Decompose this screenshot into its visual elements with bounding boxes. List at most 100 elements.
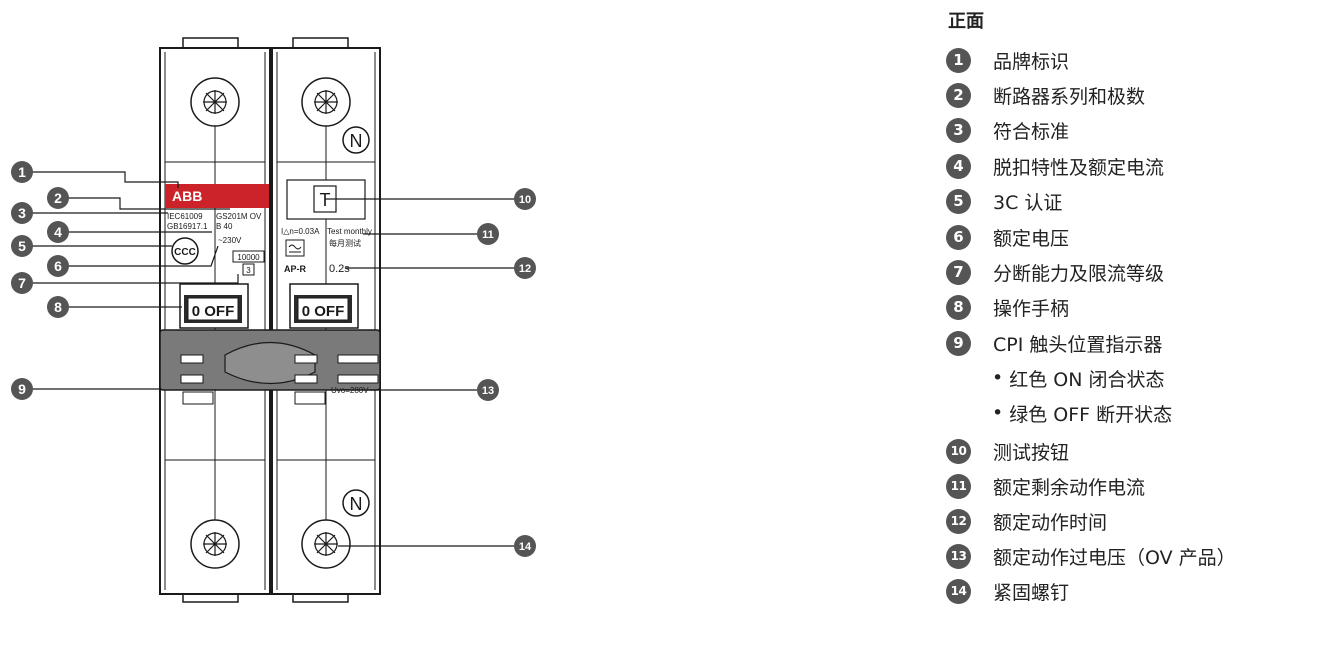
legend-number: 13: [946, 543, 971, 569]
legend-label: 额定剩余动作电流: [993, 476, 1146, 499]
standard-1: IEC61009: [167, 212, 203, 221]
legend-label: CPI 触头位置指示器: [993, 333, 1163, 356]
legend-item: 11 额定剩余动作电流: [946, 471, 1145, 501]
svg-text:9: 9: [18, 381, 26, 397]
legend-number: 14: [946, 578, 971, 604]
callout-10: 10: [514, 188, 536, 210]
legend-label: 脱扣特性及额定电流: [993, 156, 1165, 179]
voltage-label: ~230V: [218, 236, 242, 245]
svg-text:4: 4: [54, 224, 62, 240]
legend-item: 1 品牌标识: [946, 45, 1069, 75]
callout-3: 3: [11, 202, 33, 224]
legend-number: 12: [946, 508, 971, 534]
legend-number: 4: [946, 153, 971, 179]
legend-item: 3 符合标准: [946, 115, 1069, 145]
callout-2: 2: [47, 187, 69, 209]
brand-band: [165, 184, 269, 208]
svg-text:CCC: CCC: [174, 247, 196, 258]
screw-top-left: [190, 77, 240, 127]
legend-number: 5: [946, 188, 971, 214]
callout-14: 14: [514, 535, 536, 557]
svg-text:14: 14: [519, 541, 532, 553]
breaker-diagram: N N ABB IEC61009 GB16917.1 GS201M OV B 4…: [11, 37, 536, 603]
brand-logo: ABB: [172, 188, 202, 204]
legend-item: 7 分断能力及限流等级: [946, 257, 1164, 287]
legend-number: 3: [946, 117, 971, 143]
legend-item: 14 紧固螺钉: [946, 576, 1069, 606]
bullet-icon: •: [992, 367, 1004, 389]
legend-number: 6: [946, 224, 971, 250]
callout-11: 11: [477, 223, 499, 245]
callout-9: 9: [11, 378, 33, 400]
neutral-mark-bottom: [342, 489, 370, 517]
legend-number: 10: [946, 438, 971, 464]
legend-label: 操作手柄: [993, 297, 1070, 320]
callout-12: 12: [514, 257, 536, 279]
legend-label: 测试按钮: [993, 441, 1070, 464]
neutral-mark-bottom-text: N: [350, 494, 363, 514]
waveform-symbol: [285, 239, 305, 257]
callout-4: 4: [47, 221, 69, 243]
svg-text:7: 7: [18, 275, 26, 291]
legend-sub-label: 绿色 OFF 断开状态: [1009, 403, 1173, 426]
svg-text:3: 3: [18, 205, 26, 221]
svg-text:13: 13: [482, 385, 494, 397]
screw-bottom-left: [190, 519, 240, 569]
callout-5: 5: [11, 235, 33, 257]
type-label: AP-R: [284, 264, 306, 274]
legend-label: 紧固螺钉: [993, 581, 1070, 604]
callout-6: 6: [47, 255, 69, 277]
legend-label: 品牌标识: [993, 50, 1070, 73]
legend-sub-label: 红色 ON 闭合状态: [1009, 368, 1165, 391]
svg-text:6: 6: [54, 258, 62, 274]
legend-label: 符合标准: [993, 120, 1070, 143]
legend-label: 分断能力及限流等级: [993, 262, 1165, 285]
handle-right-label: 0 OFF: [302, 303, 345, 320]
callout-8: 8: [47, 296, 69, 318]
legend-item: 10 测试按钮: [946, 436, 1069, 466]
screw-top-right: [301, 77, 351, 127]
legend-number: 7: [946, 259, 971, 285]
screw-bottom-right: [301, 519, 351, 569]
legend-number: 8: [946, 294, 971, 320]
limit-class: 3: [246, 266, 251, 275]
neutral-mark-top: [342, 126, 370, 154]
cpi-indicator-right: [294, 391, 326, 405]
standard-2: GB16917.1: [167, 222, 208, 231]
legend-label: 额定动作过电压（OV 产品）: [993, 546, 1236, 569]
legend-number: 9: [946, 330, 971, 356]
cpi-indicator-left: [182, 391, 214, 405]
ccc-mark: CCC: [171, 237, 199, 265]
svg-text:12: 12: [519, 263, 531, 275]
legend-number: 11: [946, 473, 971, 499]
svg-text:10: 10: [519, 194, 531, 206]
legend-item: 6 额定电压: [946, 222, 1069, 252]
legend-sub-item: •红色 ON 闭合状态: [992, 363, 1164, 393]
residual-current-label: I△n=0.03A: [281, 227, 320, 236]
bullet-icon: •: [992, 402, 1004, 424]
breaking-capacity-box: [232, 250, 265, 263]
test-monthly-cn-label: 每月测试: [329, 238, 361, 248]
legend-item: 13 额定动作过电压（OV 产品）: [946, 541, 1236, 571]
leader-lines: [22, 171, 525, 547]
legend-item: 8 操作手柄: [946, 292, 1069, 322]
svg-text:5: 5: [18, 238, 26, 254]
legend-item: 9 CPI 触头位置指示器: [946, 328, 1162, 358]
series-label: GS201M OV: [216, 212, 262, 221]
svg-text:11: 11: [482, 229, 494, 241]
svg-text:8: 8: [54, 299, 62, 315]
svg-text:1: 1: [18, 164, 26, 180]
svg-text:2: 2: [54, 190, 62, 206]
neutral-mark-top-text: N: [350, 131, 363, 151]
legend-title: 正面: [948, 11, 984, 32]
legend-label: 额定电压: [993, 227, 1070, 250]
legend-number: 1: [946, 47, 971, 73]
time-label: 0.2s: [329, 263, 350, 275]
legend-sub-item: •绿色 OFF 断开状态: [992, 398, 1172, 428]
handle-left-label: 0 OFF: [192, 303, 235, 320]
limit-class-box: [242, 263, 255, 276]
